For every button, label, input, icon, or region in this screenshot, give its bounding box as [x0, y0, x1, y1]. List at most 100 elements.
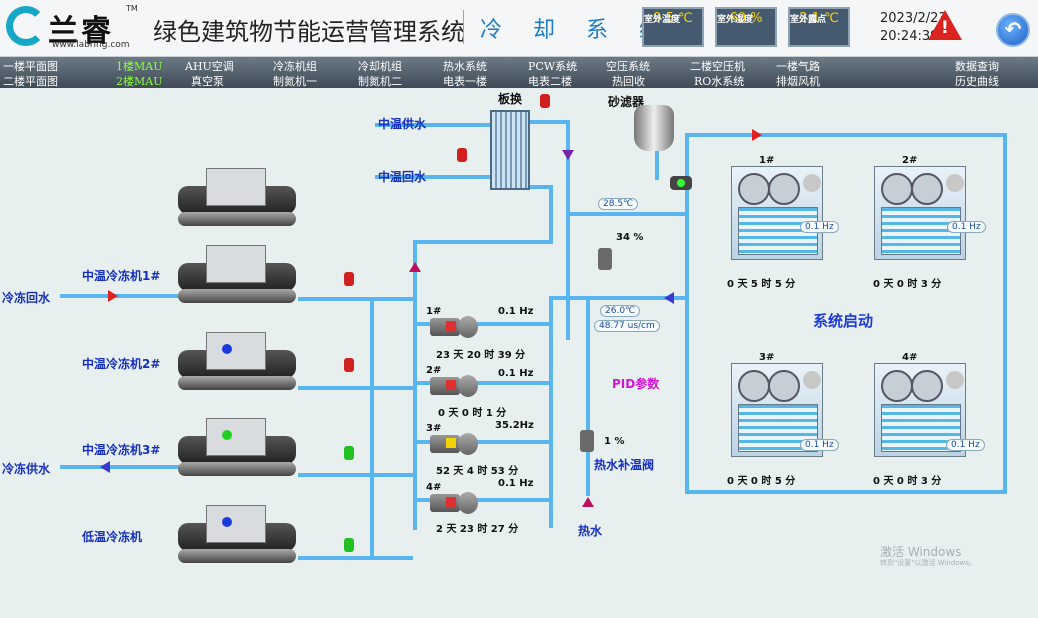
- pump2-hz: 0.1 Hz: [498, 368, 534, 379]
- sand-filter-tank: [634, 105, 674, 151]
- back-button[interactable]: ↶: [996, 13, 1030, 47]
- nav-ahu[interactable]: AHU空调: [185, 60, 234, 73]
- control-valve-icon[interactable]: [598, 248, 612, 270]
- time-text: 20:24:39: [880, 29, 939, 44]
- nav-floor2-plan[interactable]: 二楼平面图: [3, 75, 58, 88]
- pipe-p1: [417, 322, 553, 326]
- pipe-header-left: [413, 240, 417, 530]
- brand-url: www.labring.com: [52, 40, 130, 50]
- pump-4[interactable]: [428, 488, 484, 516]
- tower2-status-icon: [946, 174, 964, 192]
- alarm-warning-icon[interactable]: [928, 10, 962, 40]
- tower1-status-icon: [803, 174, 821, 192]
- tower2-hz: 0.1 Hz: [947, 221, 986, 233]
- pipe-mid-return: [375, 175, 490, 179]
- nav-smoke-fan[interactable]: 排烟风机: [776, 75, 820, 88]
- chiller-spare[interactable]: [178, 168, 296, 228]
- nav-mau2[interactable]: 2楼MAU: [116, 75, 163, 88]
- control-valve-pct: 34 %: [616, 232, 644, 243]
- pipe-mid-supply: [375, 123, 490, 127]
- nav-meter-floor1[interactable]: 电表一楼: [443, 75, 487, 88]
- flow-arrow-icon: [562, 150, 574, 160]
- temp-sensor-2: 26.0℃: [600, 305, 641, 317]
- pipe-hx-top: [530, 120, 570, 124]
- pump-1[interactable]: [428, 312, 484, 340]
- pump-3[interactable]: [428, 429, 484, 457]
- flow-arrow-icon: [582, 497, 594, 507]
- fan-icon: [881, 370, 913, 402]
- valve-mid-return-icon[interactable]: [457, 148, 467, 162]
- nav-data-query[interactable]: 数据查询: [955, 60, 999, 73]
- pipe-chill-return: [60, 294, 180, 298]
- pipe-tower-right: [1003, 133, 1007, 493]
- tower4-hz: 0.1 Hz: [946, 439, 985, 451]
- chiller-2[interactable]: [178, 332, 296, 392]
- fan-icon: [768, 370, 800, 402]
- pipe-chiller-col: [370, 300, 374, 560]
- nav-bar: [0, 57, 1038, 88]
- chiller1-label: 中温冷冻机1#: [82, 269, 161, 283]
- pipe-p3: [417, 440, 553, 444]
- nav-hot-water[interactable]: 热水系统: [443, 60, 487, 73]
- valve-chiller2-icon[interactable]: [344, 358, 354, 372]
- nav-history-curve[interactable]: 历史曲线: [955, 75, 999, 88]
- outdoor-humidity-value: 60 %: [729, 11, 763, 26]
- valve-hx-icon[interactable]: [540, 94, 550, 108]
- valve-chiller1-icon[interactable]: [344, 272, 354, 286]
- nav-floor2-compressor[interactable]: 二楼空压机: [690, 60, 745, 73]
- outdoor-humidity-box: 室外湿度 60 %: [715, 7, 777, 47]
- pipe-p4: [417, 498, 553, 502]
- nav-ro-water[interactable]: RO水系统: [694, 75, 745, 88]
- mid-return-label: 中温回水: [378, 170, 427, 184]
- nav-chiller-unit[interactable]: 冷冻机组: [273, 60, 317, 73]
- nav-cooling-unit[interactable]: 冷却机组: [358, 60, 402, 73]
- pump3-hz: 35.2Hz: [495, 420, 534, 431]
- pipe-hx-out: [530, 185, 552, 189]
- fan-icon: [911, 370, 943, 402]
- tower4-runtime: 0 天 0 时 3 分: [873, 476, 942, 487]
- pump2-id: 2#: [426, 365, 442, 376]
- valve-low-icon[interactable]: [344, 538, 354, 552]
- pump4-hz: 0.1 Hz: [498, 478, 534, 489]
- nav-pcw[interactable]: PCW系统: [528, 60, 578, 73]
- nav-air-compressor[interactable]: 空压系统: [606, 60, 650, 73]
- nav-vacuum-pump[interactable]: 真空泵: [191, 75, 224, 88]
- tower3-runtime: 0 天 0 时 5 分: [727, 476, 796, 487]
- pipe-hx-down: [549, 185, 553, 242]
- tower3-status-icon: [803, 371, 821, 389]
- conductivity-sensor: 48.77 us/cm: [594, 320, 660, 332]
- hot-valve-label: 热水补温阀: [594, 458, 655, 472]
- filter-pump-icon[interactable]: [670, 176, 692, 190]
- outdoor-humidity-label: 室外湿度: [717, 15, 754, 25]
- alarm-exclamation: !: [941, 18, 949, 38]
- chiller3-label: 中温冷冻机3#: [82, 443, 161, 457]
- nav-nitrogen2[interactable]: 制氮机二: [358, 75, 402, 88]
- nav-floor1-plan[interactable]: 一楼平面图: [3, 60, 58, 73]
- plate-heat-exchanger: [490, 110, 530, 190]
- hot-valve-pct: 1 %: [604, 436, 625, 447]
- pump-2[interactable]: [428, 371, 484, 399]
- chiller-1[interactable]: [178, 245, 296, 305]
- page-title: 冷 却 系 统: [480, 18, 673, 43]
- hot-water-valve-icon[interactable]: [580, 430, 594, 452]
- chiller-low[interactable]: [178, 505, 296, 565]
- chiller3-status-icon: [222, 430, 232, 440]
- tower4-status-icon: [946, 371, 964, 389]
- tower2-runtime: 0 天 0 时 3 分: [873, 279, 942, 290]
- pipe-low-a: [298, 556, 413, 560]
- pid-params-link[interactable]: PID参数: [612, 377, 660, 391]
- chiller-3[interactable]: [178, 418, 296, 478]
- valve-chiller3-icon[interactable]: [344, 446, 354, 460]
- nav-meter-floor2[interactable]: 电表二楼: [528, 75, 572, 88]
- nav-floor1-gas[interactable]: 一楼气路: [776, 60, 820, 73]
- fan-icon: [738, 173, 770, 205]
- nav-heat-recovery[interactable]: 热回收: [612, 75, 645, 88]
- nav-nitrogen1[interactable]: 制氮机一: [273, 75, 317, 88]
- mid-supply-label: 中温供水: [378, 117, 427, 131]
- outdoor-dewpoint-value: 2.1 ℃: [799, 11, 839, 26]
- flow-arrow-icon: [100, 461, 110, 473]
- chiller2-label: 中温冷冻机2#: [82, 357, 161, 371]
- nav-mau1[interactable]: 1楼MAU: [116, 60, 163, 73]
- pipe-hx-riser: [566, 120, 570, 340]
- pipe-tower-top: [685, 133, 1005, 137]
